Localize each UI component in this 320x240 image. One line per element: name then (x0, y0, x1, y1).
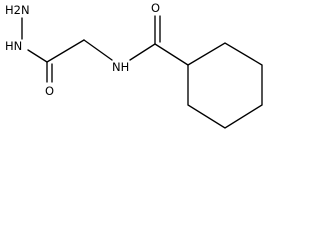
atom-label-nh: NH (112, 60, 129, 74)
cyclohexane-ring (187, 42, 263, 129)
bond-n-c3 (129, 43, 156, 61)
atom-label-o-left: O (45, 84, 54, 98)
bond-n-c1 (27, 49, 48, 63)
bond-c3-ring (154, 43, 189, 66)
atom-label-h2n: H2N (5, 3, 30, 17)
molecule-structure: H2N HN O NH O (5, 1, 263, 129)
bond-c2-n (83, 39, 113, 61)
atom-label-hn: HN (5, 39, 22, 53)
atom-labels: H2N HN O NH O (5, 1, 160, 98)
bonds (21, 15, 263, 129)
bond-c1-c2 (46, 39, 85, 63)
atom-label-o-right: O (151, 1, 160, 15)
